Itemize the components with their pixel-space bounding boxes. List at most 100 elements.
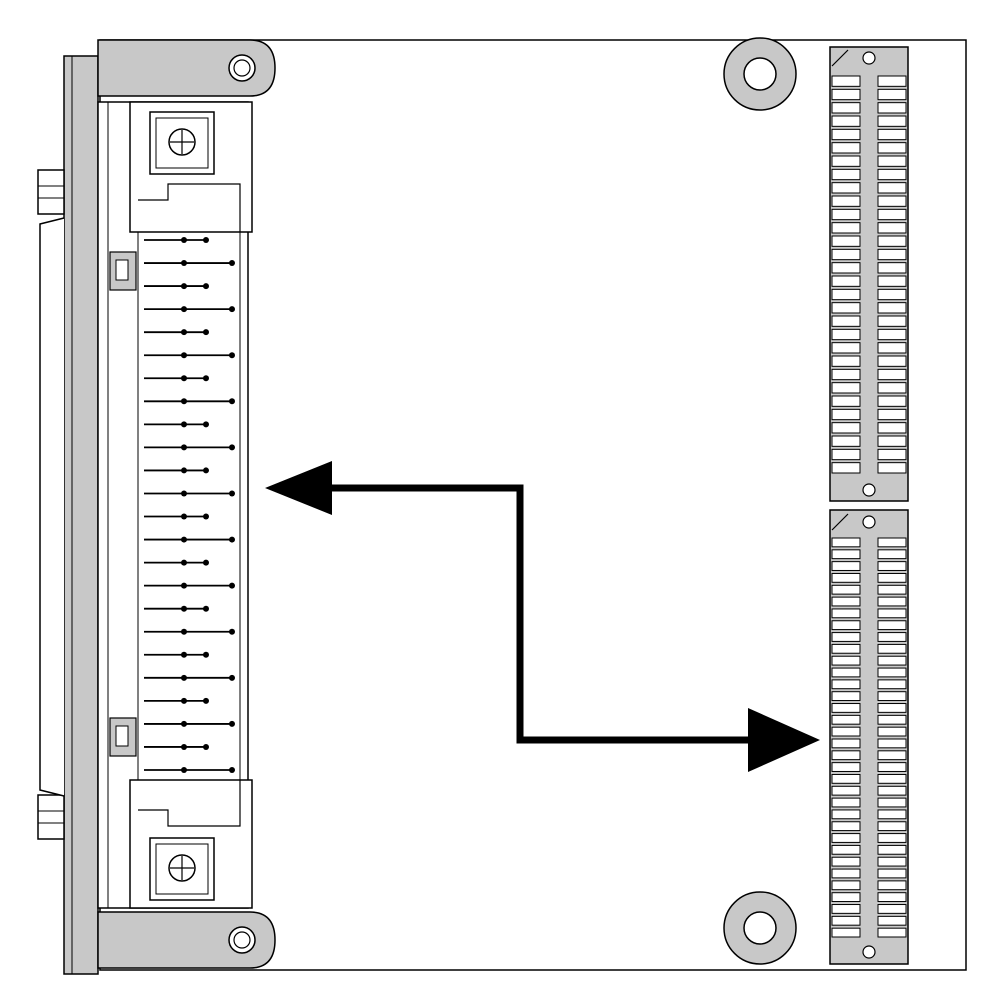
contact-pad	[877, 208, 907, 221]
contact-pad	[831, 128, 861, 141]
contact-pad	[877, 75, 907, 87]
contact-pad	[877, 262, 907, 274]
pin-dot	[181, 283, 187, 290]
pin-dot	[181, 559, 187, 566]
contact-pad	[831, 833, 861, 843]
pin-dot	[181, 536, 187, 543]
contact-pad	[877, 904, 907, 914]
pin-dot	[181, 467, 187, 474]
contact-pad	[877, 691, 907, 702]
contact-pad	[831, 703, 861, 713]
contact-pad	[877, 892, 907, 903]
contact-pad	[877, 275, 907, 287]
contact-pad	[877, 328, 907, 341]
contact-pad	[877, 382, 907, 394]
pin-dot	[181, 674, 187, 681]
contact-pad	[877, 368, 907, 381]
contact-pad	[831, 408, 861, 421]
contact-pad	[831, 195, 861, 207]
contact-pad	[831, 797, 861, 808]
contact-pad	[831, 422, 861, 434]
contact-pad	[877, 773, 907, 784]
pin-dot	[181, 444, 187, 451]
contact-pad	[831, 691, 861, 702]
contact-pad	[877, 342, 907, 354]
contact-pad	[831, 235, 861, 247]
contact-pad	[831, 714, 861, 725]
contact-pad	[831, 809, 861, 820]
edge-connector	[97, 101, 253, 909]
contact-pad	[877, 115, 907, 127]
pin-dot	[203, 421, 209, 428]
contact-pad	[831, 679, 861, 690]
mezzanine-connector-lower	[829, 509, 909, 965]
contact-pad	[877, 821, 907, 832]
mezz-lower-contacts	[831, 537, 907, 938]
contact-pad	[877, 88, 907, 101]
contact-pad	[877, 537, 907, 548]
contact-pad	[877, 182, 907, 194]
pin-dot	[203, 651, 209, 658]
mezz-upper-hole-bottom	[862, 483, 876, 497]
contact-pad	[877, 395, 907, 407]
mezzanine-connector-upper	[829, 46, 909, 502]
mounting-hole-bottom-left-icon	[228, 926, 256, 954]
pin-dot	[229, 444, 235, 451]
contact-pad	[877, 632, 907, 642]
contact-pad	[831, 904, 861, 914]
contact-pad	[831, 572, 861, 583]
contact-pad	[831, 596, 861, 607]
contact-pad	[831, 368, 861, 381]
contact-pad	[831, 632, 861, 642]
contact-pad	[877, 809, 907, 820]
pin-dot	[203, 697, 209, 704]
contact-pad	[831, 208, 861, 221]
pin-dot	[181, 767, 187, 773]
contact-pad	[831, 537, 861, 548]
contact-pad	[877, 155, 907, 167]
contact-pad	[877, 584, 907, 595]
contact-pad	[831, 182, 861, 194]
contact-pad	[831, 868, 861, 879]
contact-pad	[831, 302, 861, 314]
contact-pad	[831, 342, 861, 354]
contact-pad	[877, 408, 907, 421]
pin-dot	[229, 674, 235, 681]
pin-dot	[181, 329, 187, 336]
contact-pad	[877, 355, 907, 367]
pin-dot	[229, 260, 235, 267]
edge-connector-pins	[144, 237, 235, 773]
pin-dot	[181, 260, 187, 267]
mounting-hole-top-right-icon	[723, 37, 797, 111]
contact-pad	[831, 821, 861, 832]
key-tab-bottom-inner	[115, 725, 129, 747]
pin-dot	[203, 283, 209, 290]
pin-dot	[203, 559, 209, 566]
pin-dot	[229, 352, 235, 359]
contact-pad	[831, 248, 861, 261]
contact-pad	[877, 302, 907, 314]
contact-pad	[877, 785, 907, 796]
contact-pad	[831, 275, 861, 287]
jack-screw-top-icon	[37, 169, 65, 215]
contact-pad	[831, 88, 861, 101]
contact-pad	[877, 868, 907, 879]
contact-pad	[831, 115, 861, 127]
contact-pad	[831, 927, 861, 938]
contact-pad	[831, 102, 861, 114]
contact-pad	[831, 892, 861, 903]
contact-pad	[877, 422, 907, 434]
pin-dot	[181, 306, 187, 313]
contact-pad	[877, 128, 907, 141]
contact-pad	[831, 785, 861, 796]
pin-dot	[181, 513, 187, 520]
pin-dot	[181, 628, 187, 635]
contact-pad	[831, 395, 861, 407]
contact-pad	[877, 844, 907, 855]
pin-dot	[181, 237, 187, 243]
contact-pad	[831, 462, 861, 474]
front-panel-bracket	[37, 39, 276, 975]
contact-pad	[831, 643, 861, 654]
contact-pad	[877, 856, 907, 867]
